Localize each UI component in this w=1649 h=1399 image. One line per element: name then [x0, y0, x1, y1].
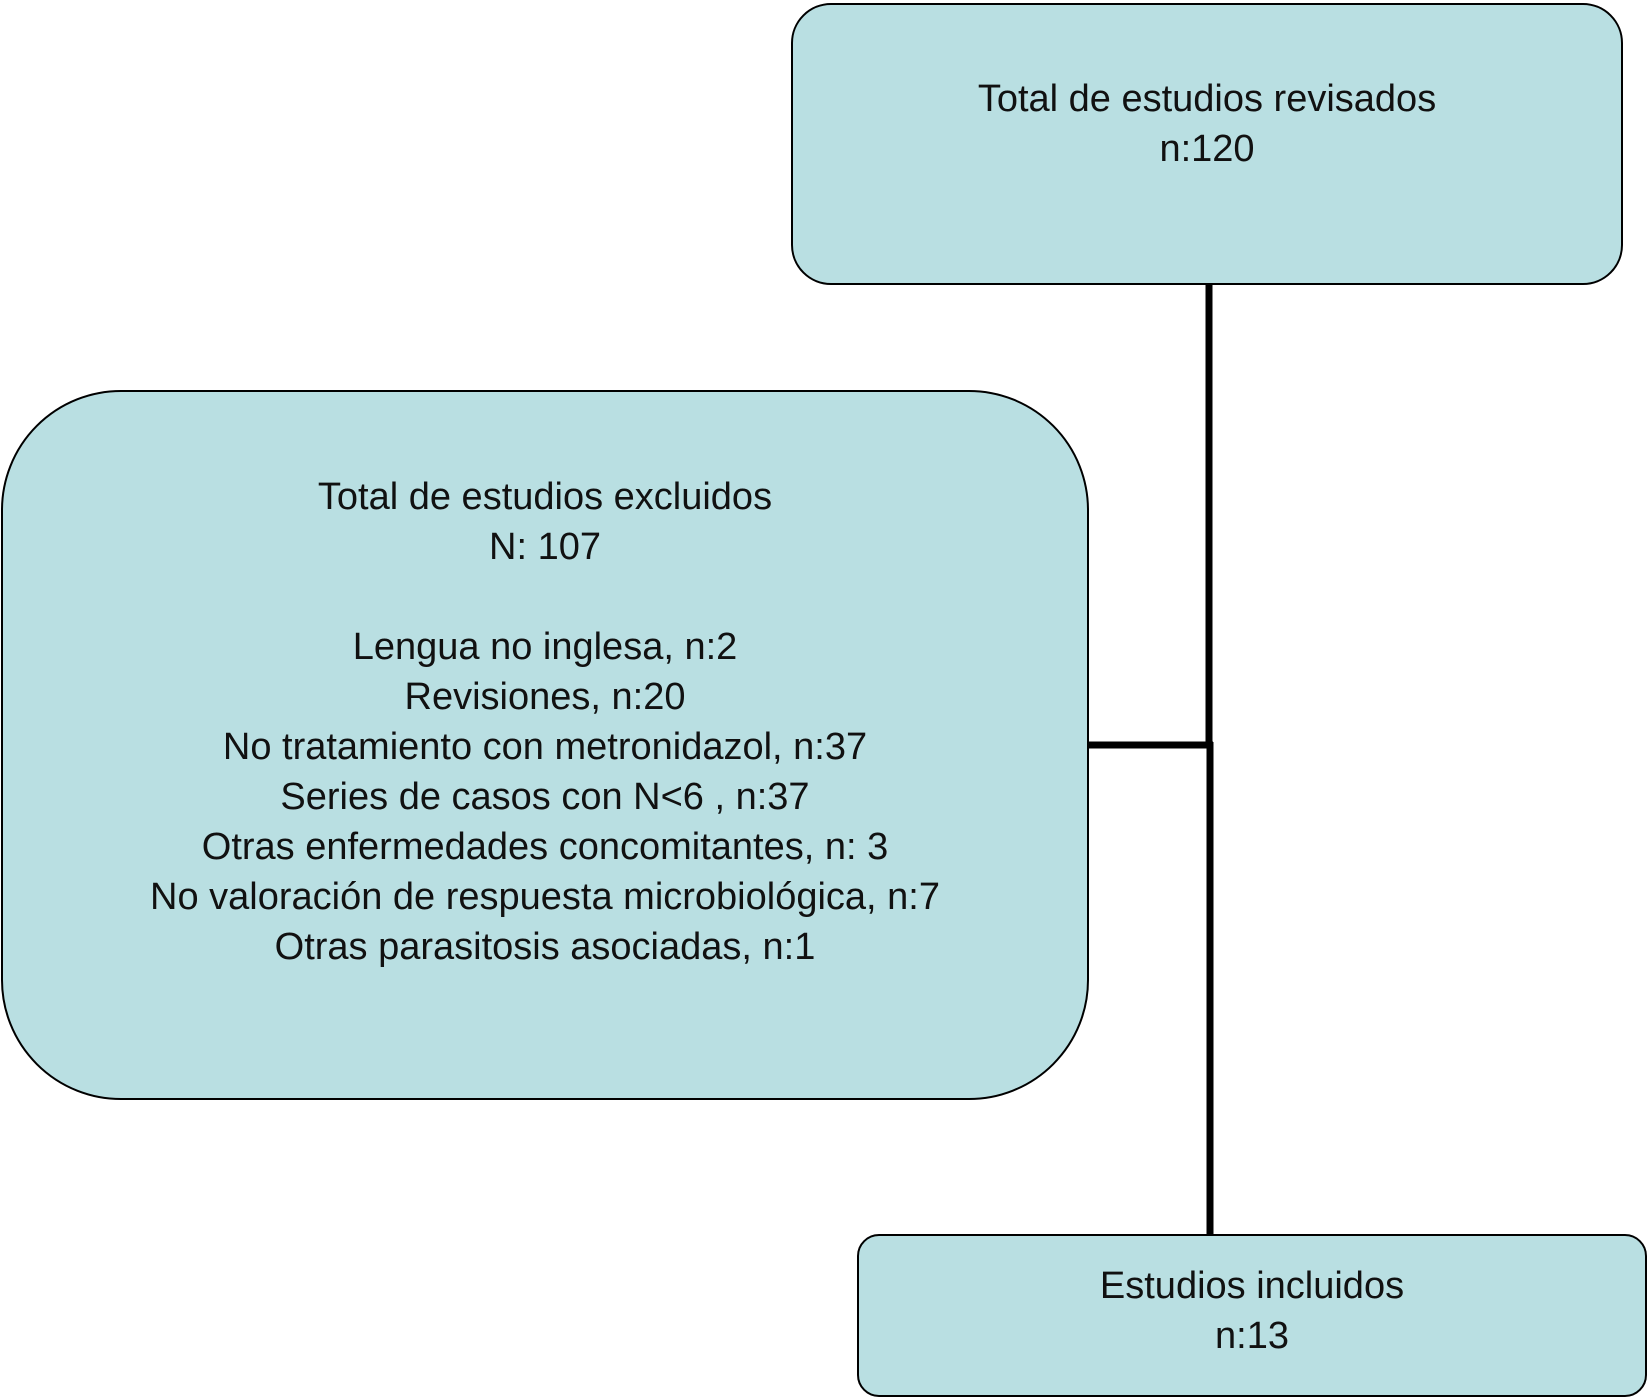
total-reviewed-count: n:120 [1159, 128, 1255, 170]
total-excluded-label: Total de estudios excluidos [317, 476, 773, 518]
exclusion-reason: Lengua no inglesa, n:2 [352, 626, 738, 668]
exclusion-reason: Revisiones, n:20 [404, 676, 686, 718]
included-studies-box: Estudios incluidos n:13 [857, 1234, 1647, 1397]
total-excluded-count: N: 107 [489, 526, 601, 568]
exclusion-reason: No tratamiento con metronidazol, n:37 [222, 726, 868, 768]
included-studies-label: Estudios incluidos [1099, 1264, 1405, 1307]
included-studies-count: n:13 [1215, 1314, 1289, 1357]
total-reviewed-box: Total de estudios revisados n:120 [791, 3, 1623, 285]
exclusion-reason: Otras enfermedades concomitantes, n: 3 [201, 826, 889, 868]
exclusion-reason: Otras parasitosis asociadas, n:1 [274, 926, 816, 968]
exclusion-reason: No valoración de respuesta microbiológic… [150, 876, 940, 918]
total-excluded-box: Total de estudios excluidos N: 107 Lengu… [1, 390, 1089, 1100]
total-reviewed-label: Total de estudios revisados [977, 78, 1437, 120]
exclusion-reason: Series de casos con N<6 , n:37 [280, 776, 810, 818]
